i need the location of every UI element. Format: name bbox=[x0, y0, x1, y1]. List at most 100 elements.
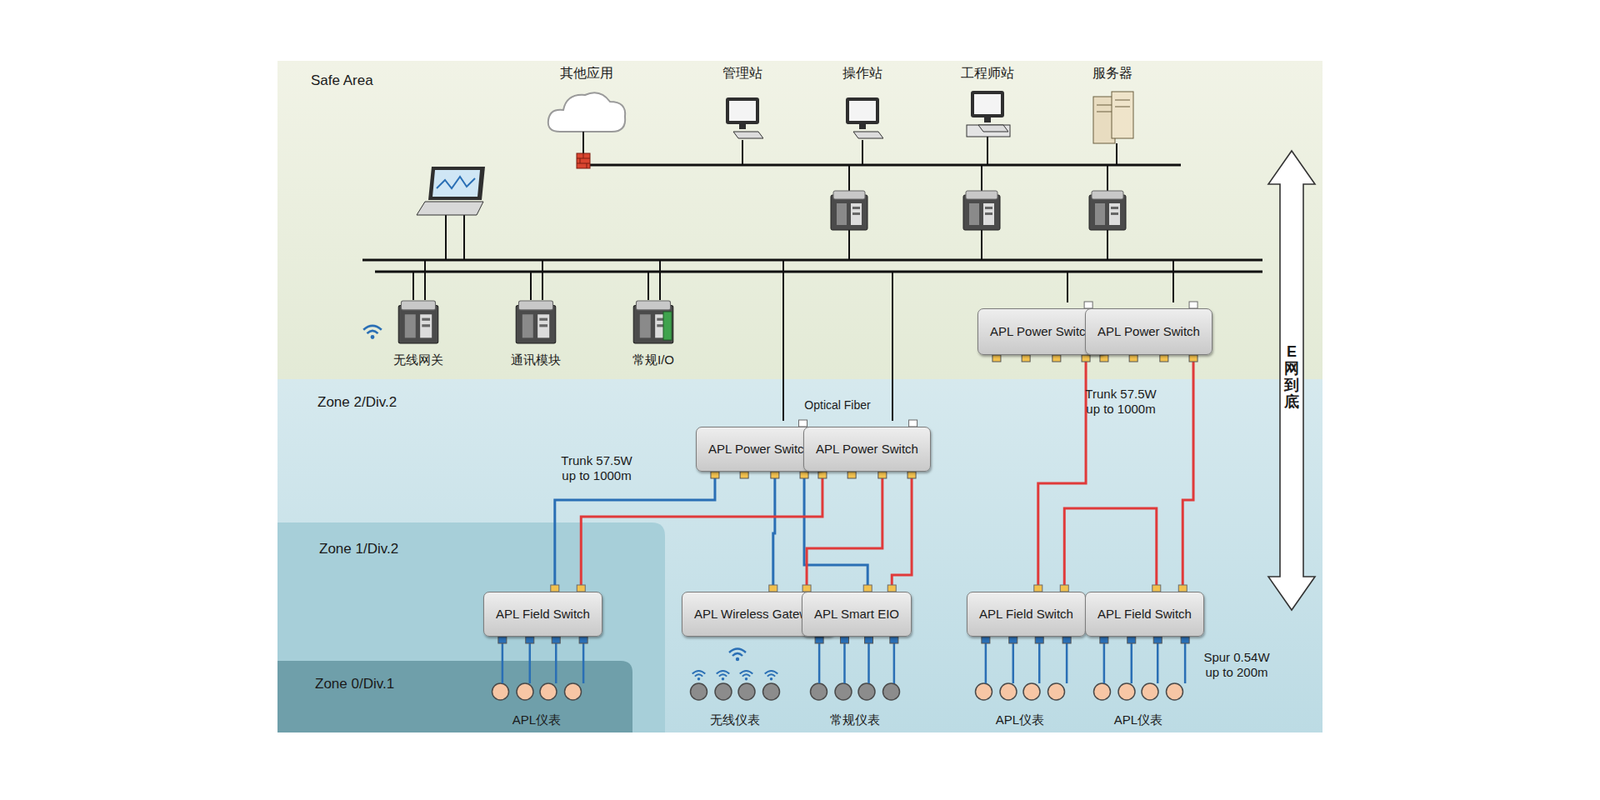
node-label: APL Power Switch bbox=[1097, 324, 1200, 340]
port bbox=[1009, 636, 1018, 644]
port bbox=[890, 636, 899, 644]
station-icons bbox=[725, 90, 1134, 165]
drawing-line bbox=[741, 140, 744, 165]
port bbox=[551, 636, 560, 644]
drawing-circle bbox=[1000, 683, 1017, 700]
trunk-line bbox=[806, 471, 883, 592]
drawing-circle bbox=[835, 683, 852, 700]
drawing-circle bbox=[715, 683, 732, 700]
port bbox=[815, 636, 824, 644]
node-label: 服务器 bbox=[1092, 65, 1133, 83]
node-label: 无线仪表 bbox=[710, 712, 760, 729]
field-instruments bbox=[492, 683, 1184, 700]
wireless-symbols bbox=[692, 649, 779, 681]
port bbox=[1034, 585, 1043, 592]
trunk-label: Trunk 57.5W up to 1000m bbox=[1079, 386, 1163, 417]
drawing-use bbox=[633, 300, 674, 344]
zone0-band bbox=[277, 660, 633, 733]
drawing-use bbox=[398, 300, 439, 344]
port bbox=[1178, 585, 1187, 592]
zone-label: Safe Area bbox=[310, 72, 374, 90]
station-label: 管理站 bbox=[700, 65, 785, 153]
drawing-circle bbox=[1141, 683, 1159, 700]
drawing-circle bbox=[565, 683, 582, 700]
zone-label: Zone 2/Div.2 bbox=[317, 394, 397, 411]
instrument-group: 常规仪表 bbox=[797, 681, 913, 729]
port bbox=[769, 585, 778, 592]
port bbox=[498, 636, 507, 644]
drawing-line bbox=[659, 260, 661, 300]
drawing-use bbox=[692, 670, 706, 680]
drawing-circle bbox=[1166, 683, 1184, 700]
instrument-group: APL仪表 bbox=[479, 681, 595, 729]
drawing-use bbox=[1089, 190, 1126, 230]
drawing-use bbox=[725, 97, 764, 139]
drawing-circle bbox=[540, 683, 557, 700]
port bbox=[1153, 636, 1162, 644]
port bbox=[863, 585, 872, 592]
port bbox=[1180, 636, 1190, 644]
port bbox=[981, 636, 990, 644]
cloud-icon bbox=[548, 92, 625, 169]
trunk-line bbox=[555, 471, 715, 592]
port bbox=[1084, 301, 1093, 309]
trunk-line bbox=[891, 471, 912, 592]
drawing-use bbox=[830, 190, 868, 230]
drawing-circle bbox=[975, 683, 993, 700]
drawing-line bbox=[362, 259, 1263, 262]
port bbox=[1152, 585, 1161, 592]
zone-label: Zone 1/Div.2 bbox=[319, 540, 399, 558]
port bbox=[710, 471, 720, 479]
node-label: APL Field Switch bbox=[1097, 606, 1192, 622]
port bbox=[802, 585, 811, 592]
drawing-line bbox=[412, 271, 415, 300]
zone-label: Zone 0/Div.1 bbox=[315, 675, 395, 693]
drawing-path bbox=[428, 166, 485, 200]
drawing-line bbox=[891, 271, 894, 421]
drawing-path bbox=[548, 92, 625, 132]
drawing-use bbox=[970, 90, 1009, 132]
node-label: APL Power Switch bbox=[815, 441, 919, 457]
drawing-path bbox=[416, 201, 484, 215]
drawing-circle bbox=[1118, 683, 1135, 700]
port bbox=[1129, 355, 1138, 362]
safe-area-band bbox=[277, 60, 1323, 380]
port bbox=[887, 585, 896, 592]
port bbox=[1100, 636, 1109, 644]
device-label: 常规I/O bbox=[620, 291, 687, 369]
node-label: APL仪表 bbox=[1114, 712, 1163, 729]
port bbox=[550, 585, 560, 592]
node-label: APL Power Switch bbox=[708, 441, 811, 457]
port bbox=[1062, 636, 1071, 644]
port bbox=[1035, 636, 1044, 644]
drawing-line bbox=[1172, 260, 1175, 303]
drawing-path bbox=[1096, 100, 1130, 112]
port bbox=[579, 636, 588, 644]
drawing-rect bbox=[1111, 91, 1134, 139]
port bbox=[1100, 355, 1109, 362]
node-label: APL仪表 bbox=[995, 712, 1045, 729]
trunk-line bbox=[1064, 508, 1157, 592]
drawing-use bbox=[515, 300, 556, 344]
drawing-line bbox=[375, 270, 1263, 274]
node-label: 常规I/O bbox=[632, 352, 675, 369]
drawing-circle bbox=[738, 683, 755, 700]
drawing-use bbox=[363, 325, 382, 340]
drawing-use bbox=[765, 670, 779, 680]
drawing-line bbox=[782, 260, 785, 421]
station-label: 工程师站 bbox=[937, 65, 1038, 153]
drawing-circle bbox=[883, 683, 900, 700]
drawing-use bbox=[963, 190, 1000, 230]
field-switch-box: APL Field Switch bbox=[1085, 591, 1205, 637]
port bbox=[1052, 355, 1061, 362]
drawing-use bbox=[740, 670, 754, 680]
power-switch-box: APL Power Switch bbox=[803, 426, 931, 472]
drawing-line bbox=[586, 164, 1181, 167]
port bbox=[907, 471, 916, 479]
drawing-use bbox=[716, 670, 730, 680]
drawing-path bbox=[576, 153, 590, 169]
control-devices bbox=[363, 260, 674, 344]
node-label: APL Field Switch bbox=[495, 606, 590, 622]
